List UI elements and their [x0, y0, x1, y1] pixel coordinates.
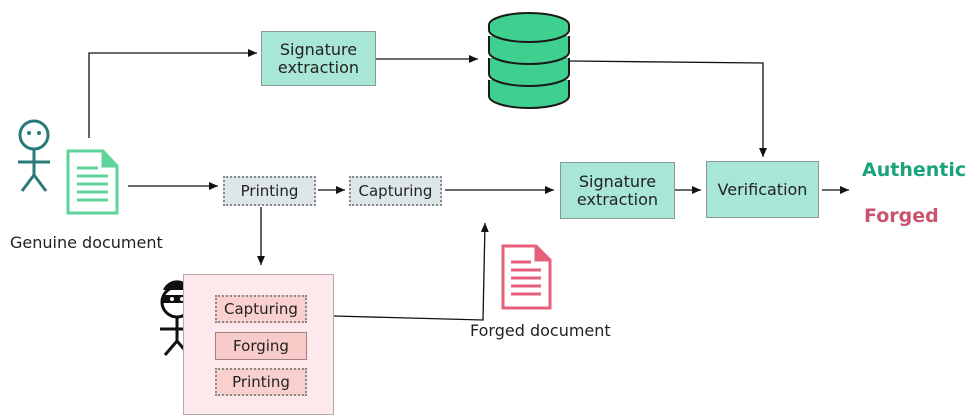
arrow-database-to-verification	[569, 60, 767, 157]
genuine-document-label: Genuine document	[10, 233, 163, 252]
printing-step: Printing	[223, 176, 316, 206]
result-authentic: Authentic	[862, 159, 967, 181]
arrow-forger-to-main-path	[333, 222, 489, 321]
capturing-step: Capturing	[349, 176, 442, 206]
signature-extraction-top: Signature extraction	[261, 31, 376, 86]
arrow-genuine-to-top-extraction	[88, 49, 257, 138]
forger-printing-step: Printing	[215, 368, 307, 396]
forged-document-label: Forged document	[470, 321, 611, 340]
result-forged: Forged	[864, 205, 939, 227]
verification-step: Verification	[706, 161, 819, 218]
forger-capturing-step: Capturing	[215, 295, 307, 323]
signature-extraction-main: Signature extraction	[560, 162, 675, 219]
forger-forging-step: Forging	[215, 332, 307, 360]
